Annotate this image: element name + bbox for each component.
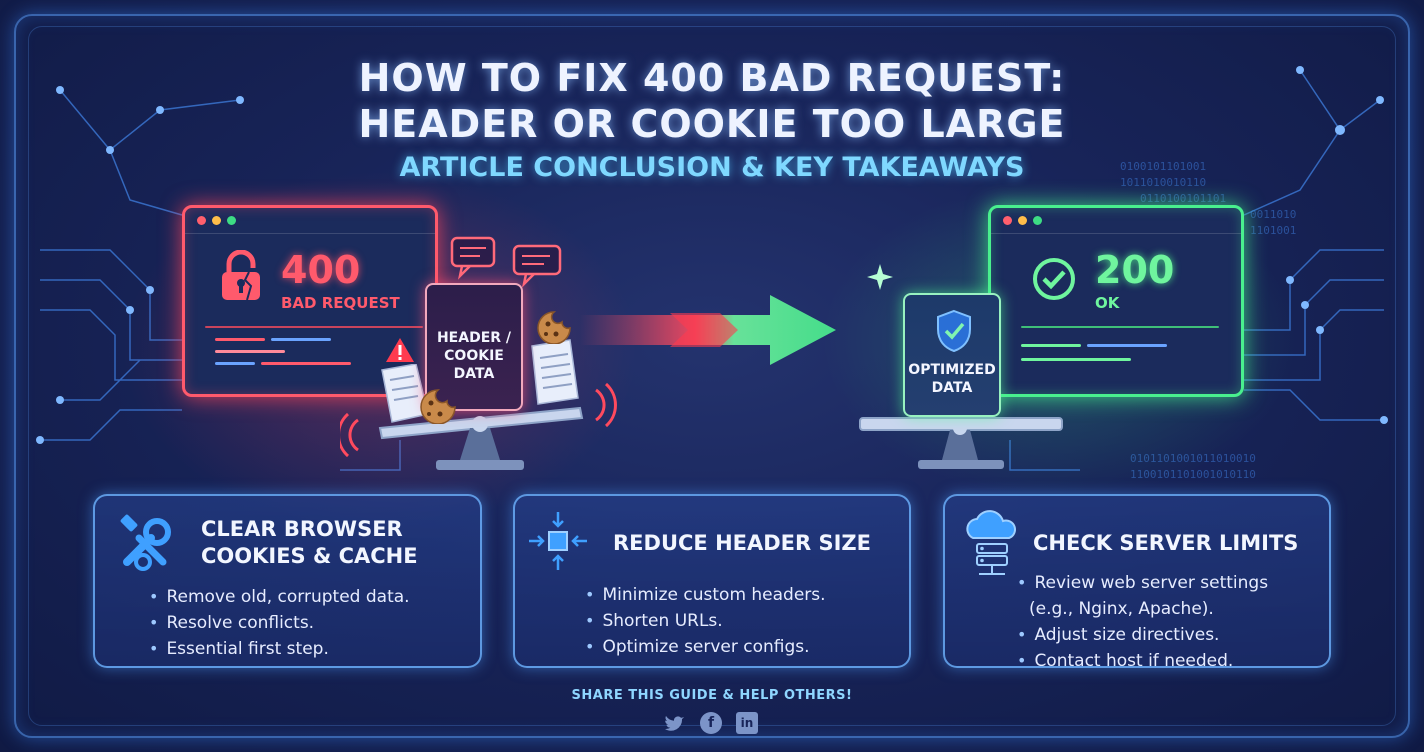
sparkle-icon bbox=[867, 264, 893, 290]
optimized-data-document: OPTIMIZED DATA bbox=[903, 293, 1001, 417]
svg-text:0110100101101: 0110100101101 bbox=[1140, 192, 1226, 205]
cookie-icon bbox=[537, 311, 571, 344]
list-item: Contact host if needed. bbox=[1017, 648, 1268, 674]
outer-frame bbox=[14, 14, 1410, 738]
scale-balanced bbox=[859, 417, 1063, 469]
card-title-line: COOKIES & CACHE bbox=[201, 544, 418, 568]
linkedin-icon[interactable]: in bbox=[736, 712, 758, 734]
compress-icon bbox=[529, 512, 587, 570]
cookie-icon bbox=[420, 389, 456, 424]
svg-text:0011010: 0011010 bbox=[1250, 208, 1296, 221]
takeaway-list: Remove old, corrupted data. Resolve conf… bbox=[149, 584, 410, 662]
svg-text:1100101101001010110: 1100101101001010110 bbox=[1130, 468, 1256, 481]
error-browser-window: 400 BAD REQUEST bbox=[182, 205, 438, 397]
takeaway-card-clear-cookies: CLEAR BROWSER COOKIES & CACHE Remove old… bbox=[93, 494, 482, 668]
data-label-line: DATA bbox=[931, 380, 973, 396]
transition-arrow bbox=[580, 295, 836, 365]
takeaway-card-server-limits: CHECK SERVER LIMITS Review web server se… bbox=[943, 494, 1331, 671]
facebook-icon[interactable]: f bbox=[700, 712, 722, 734]
data-label-line: HEADER / bbox=[436, 330, 512, 346]
takeaway-list: Review web server settings (e.g., Nginx,… bbox=[1017, 570, 1268, 674]
list-item: Resolve conflicts. bbox=[149, 610, 410, 636]
scale-unbalanced bbox=[340, 382, 617, 470]
chat-bubbles-icon bbox=[450, 236, 562, 288]
share-prompt: SHARE THIS GUIDE & HELP OTHERS! bbox=[571, 688, 853, 703]
takeaway-card-reduce-header: REDUCE HEADER SIZE Minimize custom heade… bbox=[513, 494, 911, 668]
header-cookie-data-document: HEADER / COOKIE DATA bbox=[425, 283, 523, 411]
window-dot bbox=[212, 216, 221, 225]
window-dot bbox=[1018, 216, 1027, 225]
card-title-line: CLEAR BROWSER bbox=[201, 517, 403, 541]
svg-text:1101001: 1101001 bbox=[1250, 224, 1296, 237]
success-status-code: 200 bbox=[1095, 248, 1175, 292]
page-title-line2: HEADER OR COOKIE TOO LARGE bbox=[358, 102, 1066, 146]
card-title-line: CHECK SERVER LIMITS bbox=[1033, 531, 1299, 555]
card-title-line: REDUCE HEADER SIZE bbox=[613, 531, 872, 555]
check-circle-icon bbox=[1033, 258, 1075, 300]
error-status-code: 400 bbox=[281, 248, 361, 292]
svg-text:0101101001011010010: 0101101001011010010 bbox=[1130, 452, 1256, 465]
shield-check-icon bbox=[937, 309, 971, 353]
paper-icon bbox=[531, 339, 579, 405]
window-dot bbox=[1003, 216, 1012, 225]
tools-icon bbox=[120, 514, 171, 571]
page-title-line1: HOW TO FIX 400 BAD REQUEST: bbox=[358, 56, 1066, 100]
window-dot bbox=[227, 216, 236, 225]
paper-icon bbox=[381, 364, 429, 423]
success-status-text: OK bbox=[1095, 294, 1120, 312]
list-item: Optimize server configs. bbox=[585, 634, 826, 660]
takeaway-list: Minimize custom headers. Shorten URLs. O… bbox=[585, 582, 826, 660]
window-dot bbox=[197, 216, 206, 225]
page-subtitle: ARTICLE CONCLUSION & KEY TAKEAWAYS bbox=[399, 152, 1025, 183]
twitter-icon[interactable] bbox=[664, 712, 686, 734]
list-item: Remove old, corrupted data. bbox=[149, 584, 409, 610]
svg-text:0100101101001: 0100101101001 bbox=[1120, 160, 1206, 173]
window-titlebar bbox=[185, 208, 435, 234]
list-item: Minimize custom headers. bbox=[585, 582, 825, 608]
broken-lock-icon bbox=[222, 250, 260, 301]
list-item: Essential first step. bbox=[149, 636, 410, 662]
list-item: Review web server settings bbox=[1017, 570, 1268, 596]
list-item: Shorten URLs. bbox=[585, 608, 826, 634]
cloud-server-icon bbox=[966, 510, 1016, 575]
warning-icon bbox=[386, 338, 414, 362]
data-label-line: DATA bbox=[453, 366, 495, 382]
error-status-text: BAD REQUEST bbox=[281, 294, 400, 312]
social-links: f in bbox=[664, 712, 758, 734]
window-titlebar bbox=[991, 208, 1241, 234]
list-item: Adjust size directives. bbox=[1017, 622, 1268, 648]
svg-text:1011010010110: 1011010010110 bbox=[1120, 176, 1206, 189]
list-item: (e.g., Nginx, Apache). bbox=[1029, 599, 1214, 619]
data-label-line: COOKIE bbox=[444, 348, 504, 364]
data-label-line: OPTIMIZED bbox=[908, 362, 996, 378]
window-dot bbox=[1033, 216, 1042, 225]
success-browser-window: 200 OK bbox=[988, 205, 1244, 397]
